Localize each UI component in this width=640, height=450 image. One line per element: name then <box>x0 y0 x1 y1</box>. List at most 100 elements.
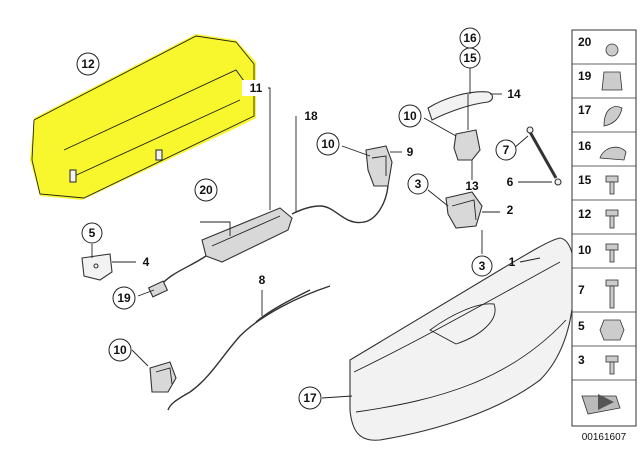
callout-11[interactable]: 11 <box>242 80 268 96</box>
part-1-trunk-lid[interactable] <box>349 237 576 441</box>
part-17-lower-edge <box>355 319 567 413</box>
part-18-cable-path <box>291 185 389 224</box>
part-4-bracket[interactable] <box>81 253 113 281</box>
sidebar-item-7[interactable]: 7 <box>572 279 636 313</box>
svg-text:12: 12 <box>578 207 592 221</box>
part-20-detail <box>211 215 281 247</box>
part-14-handle[interactable] <box>427 91 494 121</box>
callout-3-upper[interactable]: 3 <box>407 173 429 195</box>
svg-text:18: 18 <box>304 109 318 123</box>
screw-icon <box>605 209 619 217</box>
callout-2[interactable]: 2 <box>507 203 514 217</box>
sidebar-item-10[interactable]: 10 <box>572 243 636 269</box>
sidebar-item-19[interactable]: 19 <box>572 69 636 99</box>
sidebar-item-17[interactable]: 17 <box>572 103 636 133</box>
part-12-highlight <box>30 34 256 200</box>
hex-bolt-icon <box>605 243 619 251</box>
callouts: 12 11 18 20 5 4 19 8 10 <box>76 27 521 410</box>
sidebar-item-5[interactable]: 5 <box>572 319 636 347</box>
sidebar-frame <box>571 29 637 427</box>
sidebar-item-12[interactable]: 12 <box>572 207 636 235</box>
callout-17[interactable]: 17 <box>298 386 322 410</box>
part-19-connector <box>147 280 169 298</box>
svg-text:2: 2 <box>507 203 514 217</box>
part-12-tab-2 <box>69 169 77 183</box>
svg-text:8: 8 <box>259 273 266 287</box>
leader-7 <box>513 135 529 149</box>
svg-text:1: 1 <box>509 255 516 269</box>
callout-10-hinge[interactable]: 10 <box>398 104 422 128</box>
part-10-lower-body <box>149 361 177 393</box>
callout-9[interactable]: 9 <box>407 145 414 159</box>
svg-text:16: 16 <box>463 31 477 45</box>
callout-14[interactable]: 14 <box>507 87 521 101</box>
sidebar-item-15[interactable]: 15 <box>572 173 636 201</box>
svg-text:7: 7 <box>503 143 510 157</box>
part-12-storage-tray[interactable] <box>30 34 256 200</box>
callout-10-upper[interactable]: 10 <box>316 132 340 156</box>
part-8-bowden-cable[interactable] <box>167 285 331 411</box>
part-20-body <box>201 207 293 263</box>
callout-18[interactable]: 18 <box>298 108 324 124</box>
part-2-detail <box>451 199 477 221</box>
callout-7[interactable]: 7 <box>495 139 517 161</box>
svg-text:10: 10 <box>321 137 335 151</box>
part-2-hinge[interactable] <box>445 191 483 229</box>
sidebar-item-16[interactable]: 16 <box>572 139 636 167</box>
leader-1 <box>519 257 541 263</box>
part-6-end-bottom <box>554 178 562 186</box>
part-6-gas-strut[interactable] <box>526 126 562 186</box>
svg-text:10: 10 <box>113 343 127 357</box>
svg-text:4: 4 <box>143 255 150 269</box>
part-4-hole <box>93 263 99 269</box>
part-8-cable-branch <box>255 289 311 323</box>
part-12-outline <box>31 35 255 199</box>
svg-text:17: 17 <box>303 391 317 405</box>
long-bolt-icon <box>605 279 619 287</box>
svg-text:19: 19 <box>578 69 592 83</box>
svg-text:6: 6 <box>507 175 514 189</box>
callout-10-lower[interactable]: 10 <box>108 338 132 362</box>
part-12-lip <box>69 99 241 179</box>
svg-text:12: 12 <box>81 57 95 71</box>
leader-20 <box>200 221 231 236</box>
part-2-body <box>445 191 483 229</box>
part-20-lock-actuator[interactable] <box>147 207 293 298</box>
part-14-body <box>427 91 494 121</box>
part-10-lock-lower[interactable] <box>149 361 177 393</box>
svg-text:11: 11 <box>250 81 263 95</box>
callout-15[interactable]: 15 <box>459 47 481 69</box>
callout-4[interactable]: 4 <box>143 255 150 269</box>
leader-lines <box>91 68 552 399</box>
sidebar-item-20[interactable]: 20 <box>572 35 636 65</box>
part-18-cable[interactable] <box>291 185 389 224</box>
leader-19 <box>137 289 155 297</box>
bolt-icon <box>605 175 619 183</box>
callout-16[interactable]: 16 <box>459 27 481 49</box>
svg-text:15: 15 <box>578 173 592 187</box>
part-6-rod <box>528 131 558 179</box>
callout-13[interactable]: 13 <box>465 179 479 193</box>
callout-1[interactable]: 1 <box>509 255 516 269</box>
callout-3-lower[interactable]: 3 <box>471 255 493 277</box>
part-9-lock-upper[interactable] <box>365 145 393 187</box>
callout-20[interactable]: 20 <box>194 178 218 202</box>
leader-10a <box>131 349 149 367</box>
callout-12[interactable]: 12 <box>76 52 100 76</box>
callout-6[interactable]: 6 <box>507 175 514 189</box>
svg-text:3: 3 <box>479 259 486 273</box>
part-8-cable-path <box>167 285 331 411</box>
leader-3a <box>427 189 449 207</box>
part-6-end-top <box>526 126 534 134</box>
callout-5[interactable]: 5 <box>81 222 103 244</box>
sidebar-item-3[interactable]: 3 <box>572 353 636 381</box>
svg-text:13: 13 <box>465 179 479 193</box>
callout-8[interactable]: 8 <box>259 273 266 287</box>
leader-10c <box>423 117 457 137</box>
clip-nut-icon <box>605 43 619 57</box>
svg-text:9: 9 <box>407 145 414 159</box>
leader-11 <box>256 87 271 210</box>
cap-icon <box>599 146 627 161</box>
callout-19[interactable]: 19 <box>112 286 136 310</box>
